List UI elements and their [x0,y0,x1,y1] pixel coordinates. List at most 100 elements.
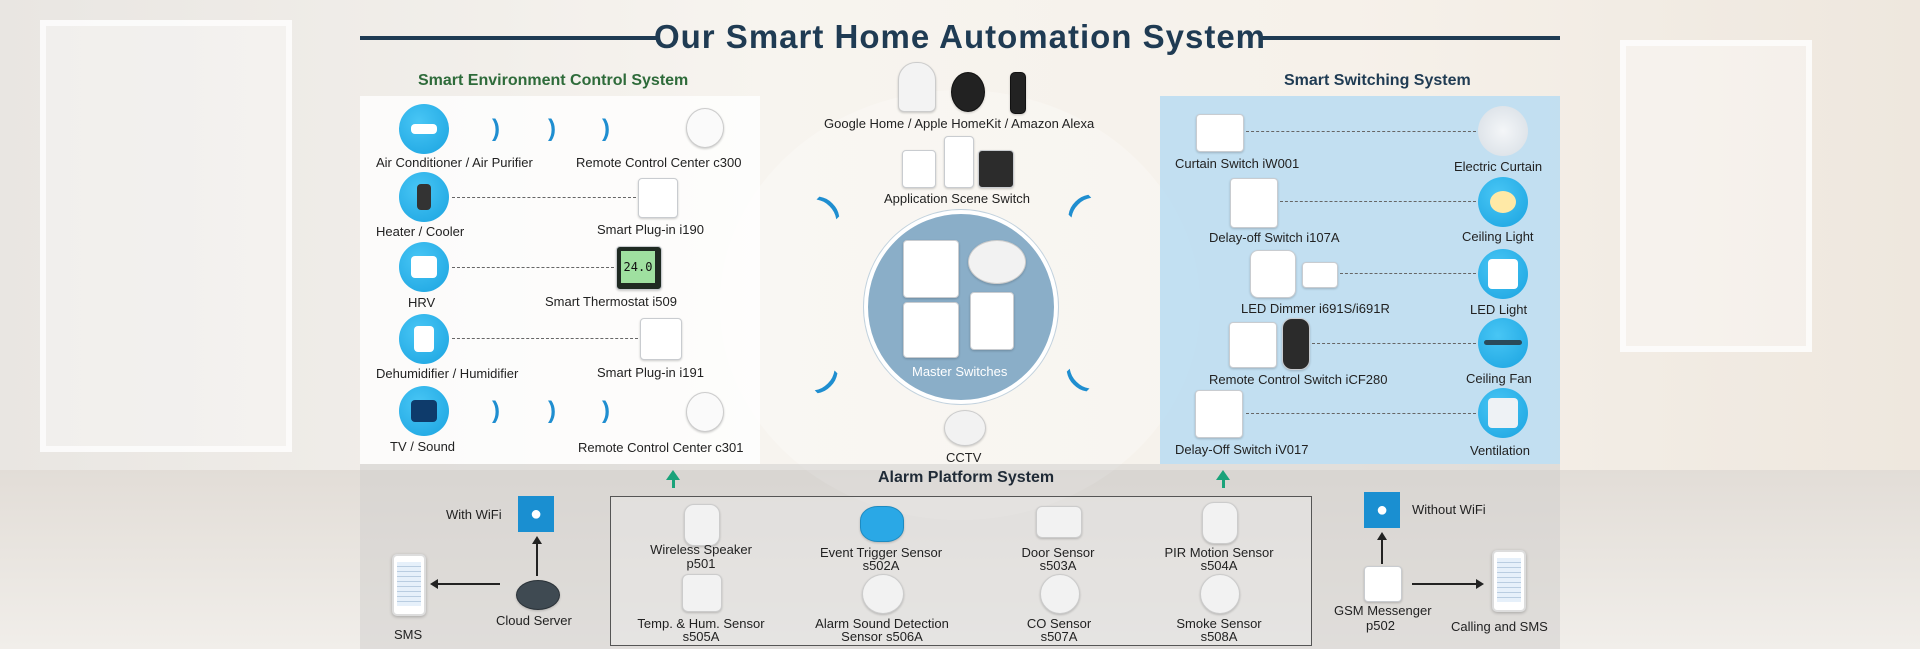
label-gsm-model: p502 [1366,618,1395,633]
label-alarm-name: Temp. & Hum. Sensor [637,616,765,631]
connection-line [1280,201,1476,202]
pir-motion-sensor-icon [1202,502,1238,544]
label-alarm-name: Smoke Sensor [1176,616,1262,631]
label-rc301: Remote Control Center c301 [578,440,744,455]
dehumidifier-icon [399,314,449,364]
event-trigger-sensor-icon [860,506,904,542]
arrow-up-icon [1222,480,1225,488]
door-sensor-icon [1036,506,1082,538]
phone-calling-icon [1492,550,1526,612]
label-alarm-model: s508A [1200,629,1238,644]
ceiling-light-icon [1478,177,1528,227]
google-home-icon [898,62,936,112]
label-rc300: Remote Control Center c300 [576,155,742,170]
led-dimmer-receiver-icon [1302,262,1338,288]
thermostat-icon: 24.0 [616,246,662,290]
sound-detection-sensor-icon [862,574,904,614]
cctv-icon [944,410,986,446]
label-alarm-model: s503A [1039,558,1077,573]
connection-line [1312,343,1476,344]
label-alarm-model: s504A [1200,558,1238,573]
label-calling: Calling and SMS [1451,619,1548,634]
label-sms: SMS [394,627,423,642]
label-cctv: CCTV [946,450,982,465]
homepod-icon [951,72,985,112]
motion-sensor-icon [968,240,1026,284]
label-delay107: Delay-off Switch i107A [1209,230,1340,245]
label-voice-assistants: Google Home / Apple HomeKit / Amazon Ale… [824,116,1095,131]
wireless-speaker-icon [684,504,720,546]
arrow-up-icon [1377,532,1387,540]
label-fan: Ceiling Fan [1466,371,1532,386]
label-alarm-name: CO Sensor [1026,616,1092,631]
arrow-line [536,542,538,576]
label-dehumidifier: Dehumidifier / Humidifier [376,366,519,381]
arrow-left-icon [430,579,438,589]
label-with-wifi: With WiFi [446,507,502,522]
label-alarm-model: s502A [862,558,900,573]
connection-line [452,338,638,339]
switching-section-title: Smart Switching System [1284,72,1471,89]
title-rule-right [1262,36,1560,40]
wifi-icon: ● [518,496,554,532]
curtain-switch-icon [1196,114,1244,152]
heater-icon [399,172,449,222]
connection-line [452,197,636,198]
delay-off-switch-icon [1195,390,1243,438]
label-ceiling-light: Ceiling Light [1462,229,1534,244]
smart-plug-icon [640,318,682,360]
scene-switch-icon [944,136,974,188]
label-plug191: Smart Plug-in i191 [597,365,704,380]
master-switches-hub [864,210,1058,404]
alarm-section-title: Alarm Platform System [878,469,1055,486]
curtain-icon [1478,106,1528,156]
label-air-conditioner: Air Conditioner / Air Purifier [376,155,533,170]
connection-line [1340,273,1476,274]
label-alarm-name: Event Trigger Sensor [819,545,943,560]
label-tv: TV / Sound [390,439,456,454]
wireless-signal-icon: ) [492,115,500,142]
label-led: LED Light [1470,302,1528,317]
label-delay017: Delay-Off Switch iV017 [1175,442,1309,457]
arrow-line [436,583,500,585]
arrow-right-icon [1476,579,1484,589]
remote-switch-icon [1229,322,1277,368]
hrv-icon [399,242,449,292]
temp-humidity-sensor-icon [682,574,722,612]
label-curtain-switch: Curtain Switch iW001 [1175,156,1300,171]
thermostat-display: 24.0 [621,251,655,283]
background-window [40,20,292,452]
wireless-signal-icon: ) [602,115,610,142]
arrow-up-icon [532,536,542,544]
arrow-up-icon [672,480,675,488]
environment-section-title: Smart Environment Control System [418,72,689,89]
page-title: Our Smart Home Automation System [653,18,1267,55]
led-dimmer-icon [1250,250,1296,298]
label-dimmer: LED Dimmer i691S/i691R [1241,301,1390,316]
remote-control-icon [1282,318,1310,370]
label-alarm-model: s505A [682,629,720,644]
led-light-icon [1478,249,1528,299]
master-switch-icon [903,240,959,298]
label-plug190: Smart Plug-in i190 [597,222,704,237]
arrow-up-icon [1216,470,1230,480]
wireless-signal-icon: ) [602,397,610,424]
cloud-server-icon [516,580,560,610]
phone-sms-icon [392,554,426,616]
alarm-platform-box [610,496,1312,646]
label-rc280: Remote Control Switch iCF280 [1209,372,1388,387]
ventilation-icon [1478,388,1528,438]
no-wifi-icon: ● [1364,492,1400,528]
label-alarm-model: s507A [1040,629,1078,644]
master-switch-icon [970,292,1014,350]
label-alarm-model: Sensor s506A [841,629,923,644]
wireless-signal-icon: ) [548,115,556,142]
label-vent: Ventilation [1470,443,1530,458]
label-alarm-model: p501 [686,556,716,571]
label-without-wifi: Without WiFi [1412,502,1486,517]
smart-plug-icon [638,178,678,218]
scene-switch-icon [978,150,1014,188]
remote-control-center-icon [686,392,724,432]
label-gsm: GSM Messenger [1334,603,1432,618]
remote-control-center-icon [686,108,724,148]
